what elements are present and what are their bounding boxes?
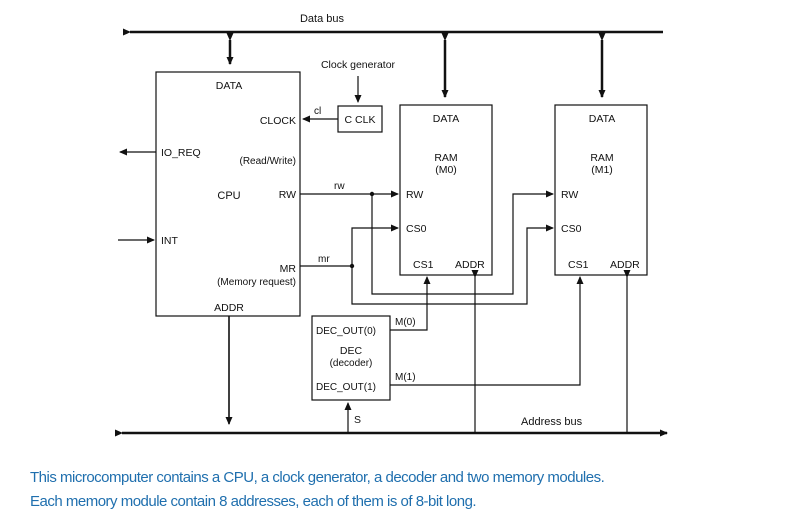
decoder-sub-label: (decoder): [330, 358, 373, 369]
ram-m1-data-label: DATA: [589, 113, 615, 125]
caption-line-1: This microcomputer contains a CPU, a clo…: [30, 469, 605, 486]
caption: This microcomputer contains a CPU, a clo…: [30, 466, 785, 514]
ram-m0-addr-label: ADDR: [455, 259, 485, 271]
ram-m0-cs1-label: CS1: [413, 259, 434, 271]
decoder-block: [311, 315, 391, 401]
ram-m1-sub-label: (M1): [591, 164, 613, 176]
cpu-rw-label: RW: [279, 189, 296, 201]
cpu-addr-label: ADDR: [214, 302, 244, 314]
ram-m1-cs0-label: CS0: [561, 223, 582, 235]
ram-m0-block: [399, 104, 493, 276]
decoder-name-label: DEC: [340, 345, 363, 357]
ram-m1-addr-label: ADDR: [610, 259, 640, 271]
ram-m1-cs1-label: CS1: [568, 259, 589, 271]
clock-block-label: C CLK: [345, 114, 376, 126]
ram-m0-rw-label: RW: [406, 189, 423, 201]
cl-signal-label: cl: [314, 106, 321, 117]
ram-m0-name-label: RAM: [434, 152, 457, 164]
address-bus-label: Address bus: [521, 416, 583, 428]
m0-signal-label: M(0): [395, 317, 416, 328]
s-signal-label: S: [354, 414, 361, 426]
rw-junction: [369, 191, 375, 197]
mr-signal-label: mr: [318, 254, 330, 265]
rw-signal-label: rw: [334, 181, 345, 192]
m1-signal-label: M(1): [395, 372, 416, 383]
clock-generator-label: Clock generator: [321, 59, 396, 71]
decoder-out1-label: DEC_OUT(1): [316, 382, 376, 393]
cpu-clock-label: CLOCK: [260, 115, 296, 127]
ram-m1-block: [554, 104, 648, 276]
mr-junction: [349, 263, 355, 269]
cpu-data-label: DATA: [216, 80, 242, 92]
ram-m0-data-label: DATA: [433, 113, 459, 125]
cpu-read-write-label: (Read/Write): [240, 156, 297, 167]
mr-to-m1-line: [351, 224, 554, 305]
cpu-io-req-label: IO_REQ: [161, 147, 201, 159]
cpu-int-label: INT: [161, 235, 179, 247]
m1-select-line: [390, 276, 584, 386]
rw-to-m1-line: [371, 190, 554, 295]
cpu-memory-request-label: (Memory request): [217, 277, 296, 288]
ram-m1-name-label: RAM: [590, 152, 613, 164]
caption-line-2: Each memory module contain 8 addresses, …: [30, 493, 477, 510]
cpu-name-label: CPU: [217, 190, 240, 202]
ram-m1-rw-label: RW: [561, 189, 578, 201]
decoder-out0-label: DEC_OUT(0): [316, 326, 376, 337]
data-bus-label: Data bus: [300, 13, 345, 25]
mr-signal-line: [300, 224, 399, 267]
m0-select-line: [390, 276, 431, 331]
ram-m0-cs0-label: CS0: [406, 223, 427, 235]
ram-m0-sub-label: (M0): [435, 164, 457, 176]
cpu-mr-label: MR: [280, 263, 297, 275]
